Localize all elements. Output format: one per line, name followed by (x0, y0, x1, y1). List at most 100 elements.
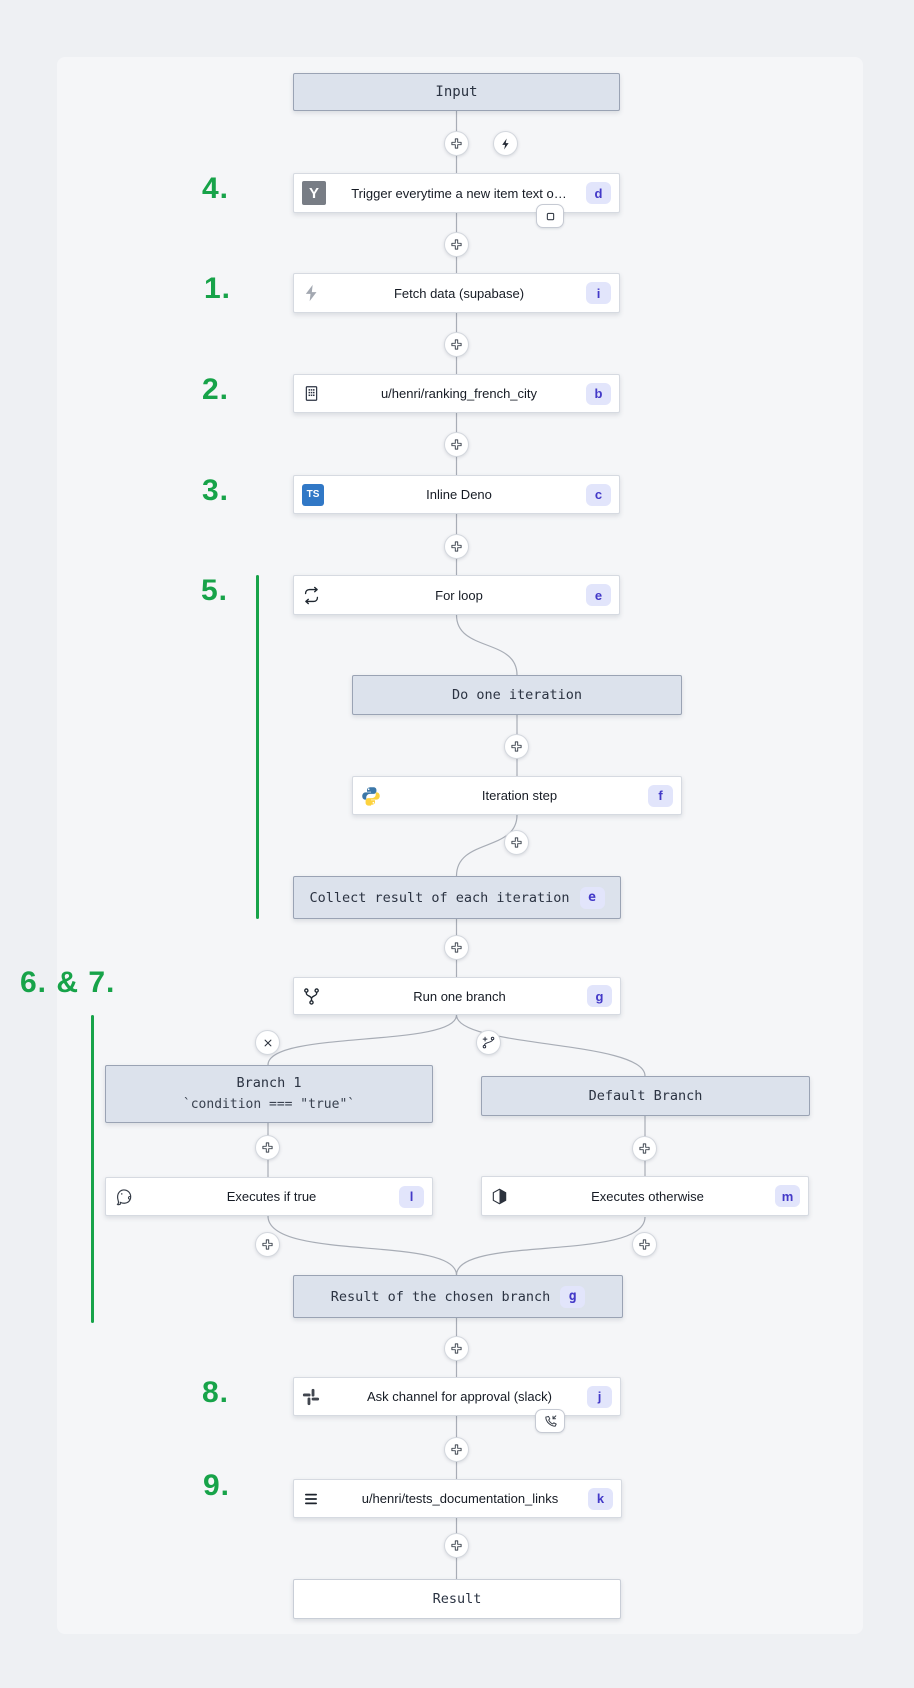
tests-docs-badge: k (588, 1487, 613, 1510)
plus-icon (510, 836, 523, 849)
trigger-suspend-button[interactable] (536, 204, 564, 228)
do-one-iteration-label: Do one iteration (451, 687, 583, 703)
executes-otherwise-label: Executes otherwise (591, 1188, 704, 1204)
node-inline-deno[interactable]: TS Inline Deno c (293, 475, 620, 514)
node-collect-result[interactable]: Collect result of each iteration e (293, 876, 621, 919)
add-step-button[interactable] (444, 1437, 469, 1462)
plus-icon (450, 338, 463, 351)
node-fetch-data[interactable]: Fetch data (supabase) i (293, 273, 620, 313)
annotation-6-7: 6. & 7. (20, 966, 116, 999)
loop-icon (302, 586, 332, 605)
branch1-title: Branch 1 (236, 1074, 302, 1091)
phone-incoming-icon (543, 1414, 558, 1429)
plus-icon (450, 1342, 463, 1355)
plus-icon (638, 1142, 651, 1155)
node-input-label: Input (435, 84, 478, 100)
add-step-button[interactable] (444, 232, 469, 257)
executes-if-true-badge: l (399, 1185, 424, 1208)
node-forloop-badge: e (586, 584, 611, 606)
run-one-branch-badge: g (587, 985, 612, 1007)
add-branch-button[interactable] (476, 1030, 501, 1055)
add-step-button[interactable] (444, 1336, 469, 1361)
x-icon (261, 1036, 275, 1050)
node-deno-badge: c (586, 483, 611, 506)
ask-approval-label: Ask channel for approval (slack) (367, 1389, 552, 1404)
result-label: Result (432, 1591, 482, 1607)
annotation-4: 4. (202, 172, 230, 205)
plus-icon (510, 740, 523, 753)
hackernews-icon: Y (302, 181, 332, 205)
node-iteration-step[interactable]: Iteration step f (352, 776, 682, 815)
plus-icon (450, 238, 463, 251)
add-step-button[interactable] (632, 1136, 657, 1161)
node-trigger-badge: d (586, 182, 611, 204)
plus-icon (261, 1141, 274, 1154)
cube-icon (490, 1187, 520, 1206)
annotation-9: 9. (203, 1469, 231, 1502)
canvas-background (57, 57, 863, 1634)
node-run-one-branch[interactable]: Run one branch g (293, 977, 621, 1015)
plus-icon (450, 438, 463, 451)
node-result[interactable]: Result (293, 1579, 621, 1619)
branch1-condition: `condition === "true"` (182, 1096, 356, 1112)
node-branch1[interactable]: Branch 1 `condition === "true"` (105, 1065, 433, 1123)
plus-icon (261, 1238, 274, 1251)
add-step-button[interactable] (504, 734, 529, 759)
collect-result-label: Collect result of each iteration (309, 889, 570, 906)
add-step-button[interactable] (255, 1135, 280, 1160)
node-executes-otherwise[interactable]: Executes otherwise m (481, 1176, 809, 1216)
node-result-chosen-branch[interactable]: Result of the chosen branch g (293, 1275, 623, 1318)
node-ranking-badge: b (586, 382, 611, 405)
add-step-button[interactable] (504, 830, 529, 855)
building-icon (302, 384, 332, 403)
add-step-button[interactable] (632, 1232, 657, 1257)
add-step-button[interactable] (444, 534, 469, 559)
node-ask-approval[interactable]: Ask channel for approval (slack) j (293, 1377, 621, 1416)
trigger-bolt-button[interactable] (493, 131, 518, 156)
node-deno-label: Inline Deno (426, 487, 492, 502)
plus-icon (450, 1443, 463, 1456)
result-chosen-label: Result of the chosen branch (330, 1288, 551, 1305)
python-icon (361, 786, 391, 806)
node-ranking-french-city[interactable]: u/henri/ranking_french_city b (293, 374, 620, 413)
annotation-1: 1. (204, 272, 232, 305)
add-step-button[interactable] (444, 131, 469, 156)
node-for-loop[interactable]: For loop e (293, 575, 620, 615)
menu-icon (302, 1490, 332, 1508)
stop-square-icon (543, 209, 558, 224)
add-step-button[interactable] (444, 1533, 469, 1558)
annotation-2: 2. (202, 373, 230, 406)
node-iteration-label: Iteration step (481, 788, 558, 803)
add-step-button[interactable] (255, 1232, 280, 1257)
annotation-3: 3. (202, 474, 230, 507)
slack-icon (302, 1388, 332, 1406)
postgresql-icon (114, 1187, 144, 1207)
add-step-button[interactable] (444, 332, 469, 357)
plus-icon (450, 540, 463, 553)
ask-approval-badge: j (587, 1385, 612, 1408)
node-tests-documentation-links[interactable]: u/henri/tests_documentation_links k (293, 1479, 622, 1518)
bolt-icon (499, 137, 513, 151)
node-trigger[interactable]: Y Trigger everytime a new item text o… d (293, 173, 620, 213)
plus-icon (638, 1238, 651, 1251)
node-fetch-label: Fetch data (supabase) (393, 285, 525, 301)
node-executes-if-true[interactable]: Executes if true l (105, 1177, 433, 1216)
supabase-icon (302, 283, 332, 303)
node-do-one-iteration[interactable]: Do one iteration (352, 675, 682, 715)
node-iteration-badge: f (648, 784, 673, 807)
node-fetch-badge: i (586, 282, 611, 304)
collect-result-badge: e (579, 886, 605, 909)
node-ranking-label: u/henri/ranking_french_city (380, 386, 538, 401)
annotation-line-loop (256, 575, 259, 919)
annotation-line-branches (91, 1015, 94, 1323)
approval-suspend-button[interactable] (535, 1409, 565, 1433)
annotation-8: 8. (202, 1376, 230, 1409)
add-step-button[interactable] (444, 935, 469, 960)
add-step-button[interactable] (444, 432, 469, 457)
node-input[interactable]: Input (293, 73, 620, 111)
remove-branch-button[interactable] (255, 1030, 280, 1055)
run-one-branch-label: Run one branch (413, 988, 506, 1004)
node-default-branch[interactable]: Default Branch (481, 1076, 810, 1116)
